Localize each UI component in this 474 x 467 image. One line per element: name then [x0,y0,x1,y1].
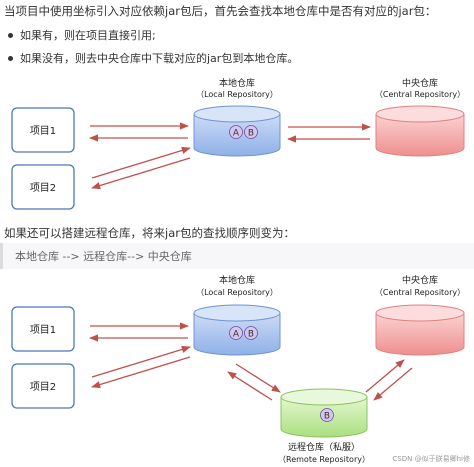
project-1-label: 项目1 [30,324,56,336]
bullet-dot-icon [8,55,13,61]
intro-text: 当项目中使用坐标引入对应依赖jar包后，首先会查找本地仓库中是否有对应的jar包… [4,4,437,18]
code-block: 本地仓库 --> 远程仓库--> 中央仓库 [0,243,474,269]
badge-a-label: A [233,330,240,340]
project-1-label: 项目1 [30,125,56,137]
project-2-label: 项目2 [30,381,56,393]
project-2-box [11,164,75,210]
badge-a-label: A [233,129,240,139]
badge-b-label: B [248,129,254,139]
arrow-remote-to-local [227,371,273,401]
arrow-local-to-project2 [91,157,191,190]
central-repo-subtitle: （Central Repository） [375,288,465,297]
local-repo-subtitle: （Local Repository） [196,90,278,99]
local-repo-title: 本地仓库 [219,274,255,286]
remote-badge-b [320,408,334,422]
middle-text: 如果还可以搭建远程仓库，将来jar包的查找顺序则变为： [4,226,295,240]
remote-repo-title: 远程仓库（私服） [288,441,360,453]
badge-b-label: B [248,330,254,340]
central-repo-title: 中央仓库 [402,274,438,286]
diagram-1: 项目1 项目2 本地仓库 （Local Repository） A B 中央仓库… [11,77,465,210]
bullet-dot-icon [8,32,13,38]
central-repo-cylinder [375,304,465,356]
project-2-box [11,363,75,409]
arrow-project2-to-local [91,345,191,378]
code-line: 本地仓库 --> 远程仓库--> 中央仓库 [15,250,192,263]
bullet-text-1: 如果有，则在项目直接引用; [20,29,156,42]
watermark: CSDN @似于朕易卿hi修 [392,455,470,463]
arrow-remote-to-central [365,359,405,393]
central-repo-title: 中央仓库 [402,77,438,89]
diagram-2: 项目1 项目2 本地仓库 （Local Repository） A B 中央仓库… [11,274,465,464]
badge-b [244,326,258,340]
project-2-label: 项目2 [30,182,56,194]
bullet-text-2: 如果没有，则去中央仓库中下载对应的jar包到本地仓库。 [20,52,299,65]
project-1-box [11,107,75,153]
central-repo-cylinder [375,105,465,157]
arrow-central-to-remote [373,367,413,401]
local-repo-cylinder [193,105,281,157]
badge-a [229,125,243,139]
local-repo-subtitle: （Local Repository） [196,288,278,297]
arrow-local-to-project2 [91,356,191,389]
remote-repo-subtitle: （Remote Repository） [278,455,370,464]
bullet-item-2: 如果没有，则去中央仓库中下载对应的jar包到本地仓库。 [8,50,298,66]
bullet-item-1: 如果有，则在项目直接引用; [8,27,156,43]
badge-a [229,326,243,340]
local-repo-title: 本地仓库 [219,77,255,89]
arrow-project2-to-local [91,146,191,179]
remote-badge-b-label: B [324,412,330,422]
project-1-box [11,306,75,352]
badge-b [244,125,258,139]
arrow-local-to-remote [235,363,281,393]
central-repo-subtitle: （Central Repository） [375,90,465,99]
